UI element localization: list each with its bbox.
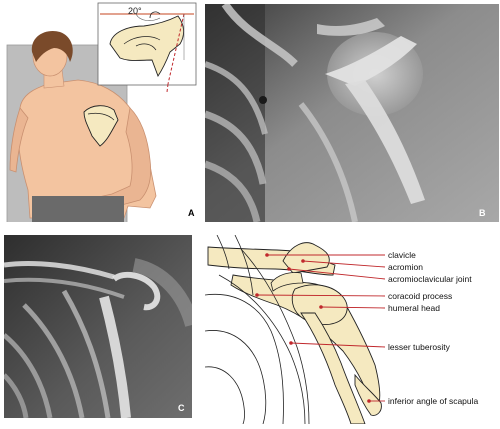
patient-positioning-illustration: 20° [6,2,197,224]
label-inferior-angle-of-scapula: inferior angle of scapula [388,396,479,406]
panel-c: C [2,235,199,419]
panel-a-letter: A [188,208,195,218]
panel-b-letter: B [479,208,486,218]
label-clavicle: clavicle [388,250,416,260]
patient-hair [31,30,73,62]
leader-lines [255,253,386,403]
panel-d: clavicle acromion acromioclavicular join… [204,234,500,425]
label-humeral-head: humeral head [388,303,440,313]
panel-a: 20° A [0,0,200,224]
angle-label: 20° [128,6,142,16]
glenoid-shadow [112,271,161,311]
scapula-on-back [83,105,119,147]
label-lesser-tuberosity: lesser tuberosity [388,342,451,352]
label-acromioclavicular-joint: acromioclavicular joint [388,274,472,284]
coracoid-shape [270,272,304,292]
label-coracoid-process: coracoid process [388,291,452,301]
panel-b: B [203,1,499,223]
label-acromion: acromion [388,262,423,272]
scapula-shadow-c [99,295,131,419]
humeral-head-shape [291,284,348,325]
inset-scapula [109,15,185,77]
anatomy-diagram: clavicle acromion acromioclavicular join… [204,234,479,425]
radiograph-b [203,1,499,223]
radiograph-c [2,235,199,419]
scapula-body-shadow [345,80,425,204]
panel-c-letter: C [178,403,185,413]
patient-trousers [32,196,124,222]
patient-arm [93,107,152,207]
inferior-angle-shape [354,373,382,416]
beam-angle-line [167,13,185,85]
scapula-shadow [325,36,417,86]
